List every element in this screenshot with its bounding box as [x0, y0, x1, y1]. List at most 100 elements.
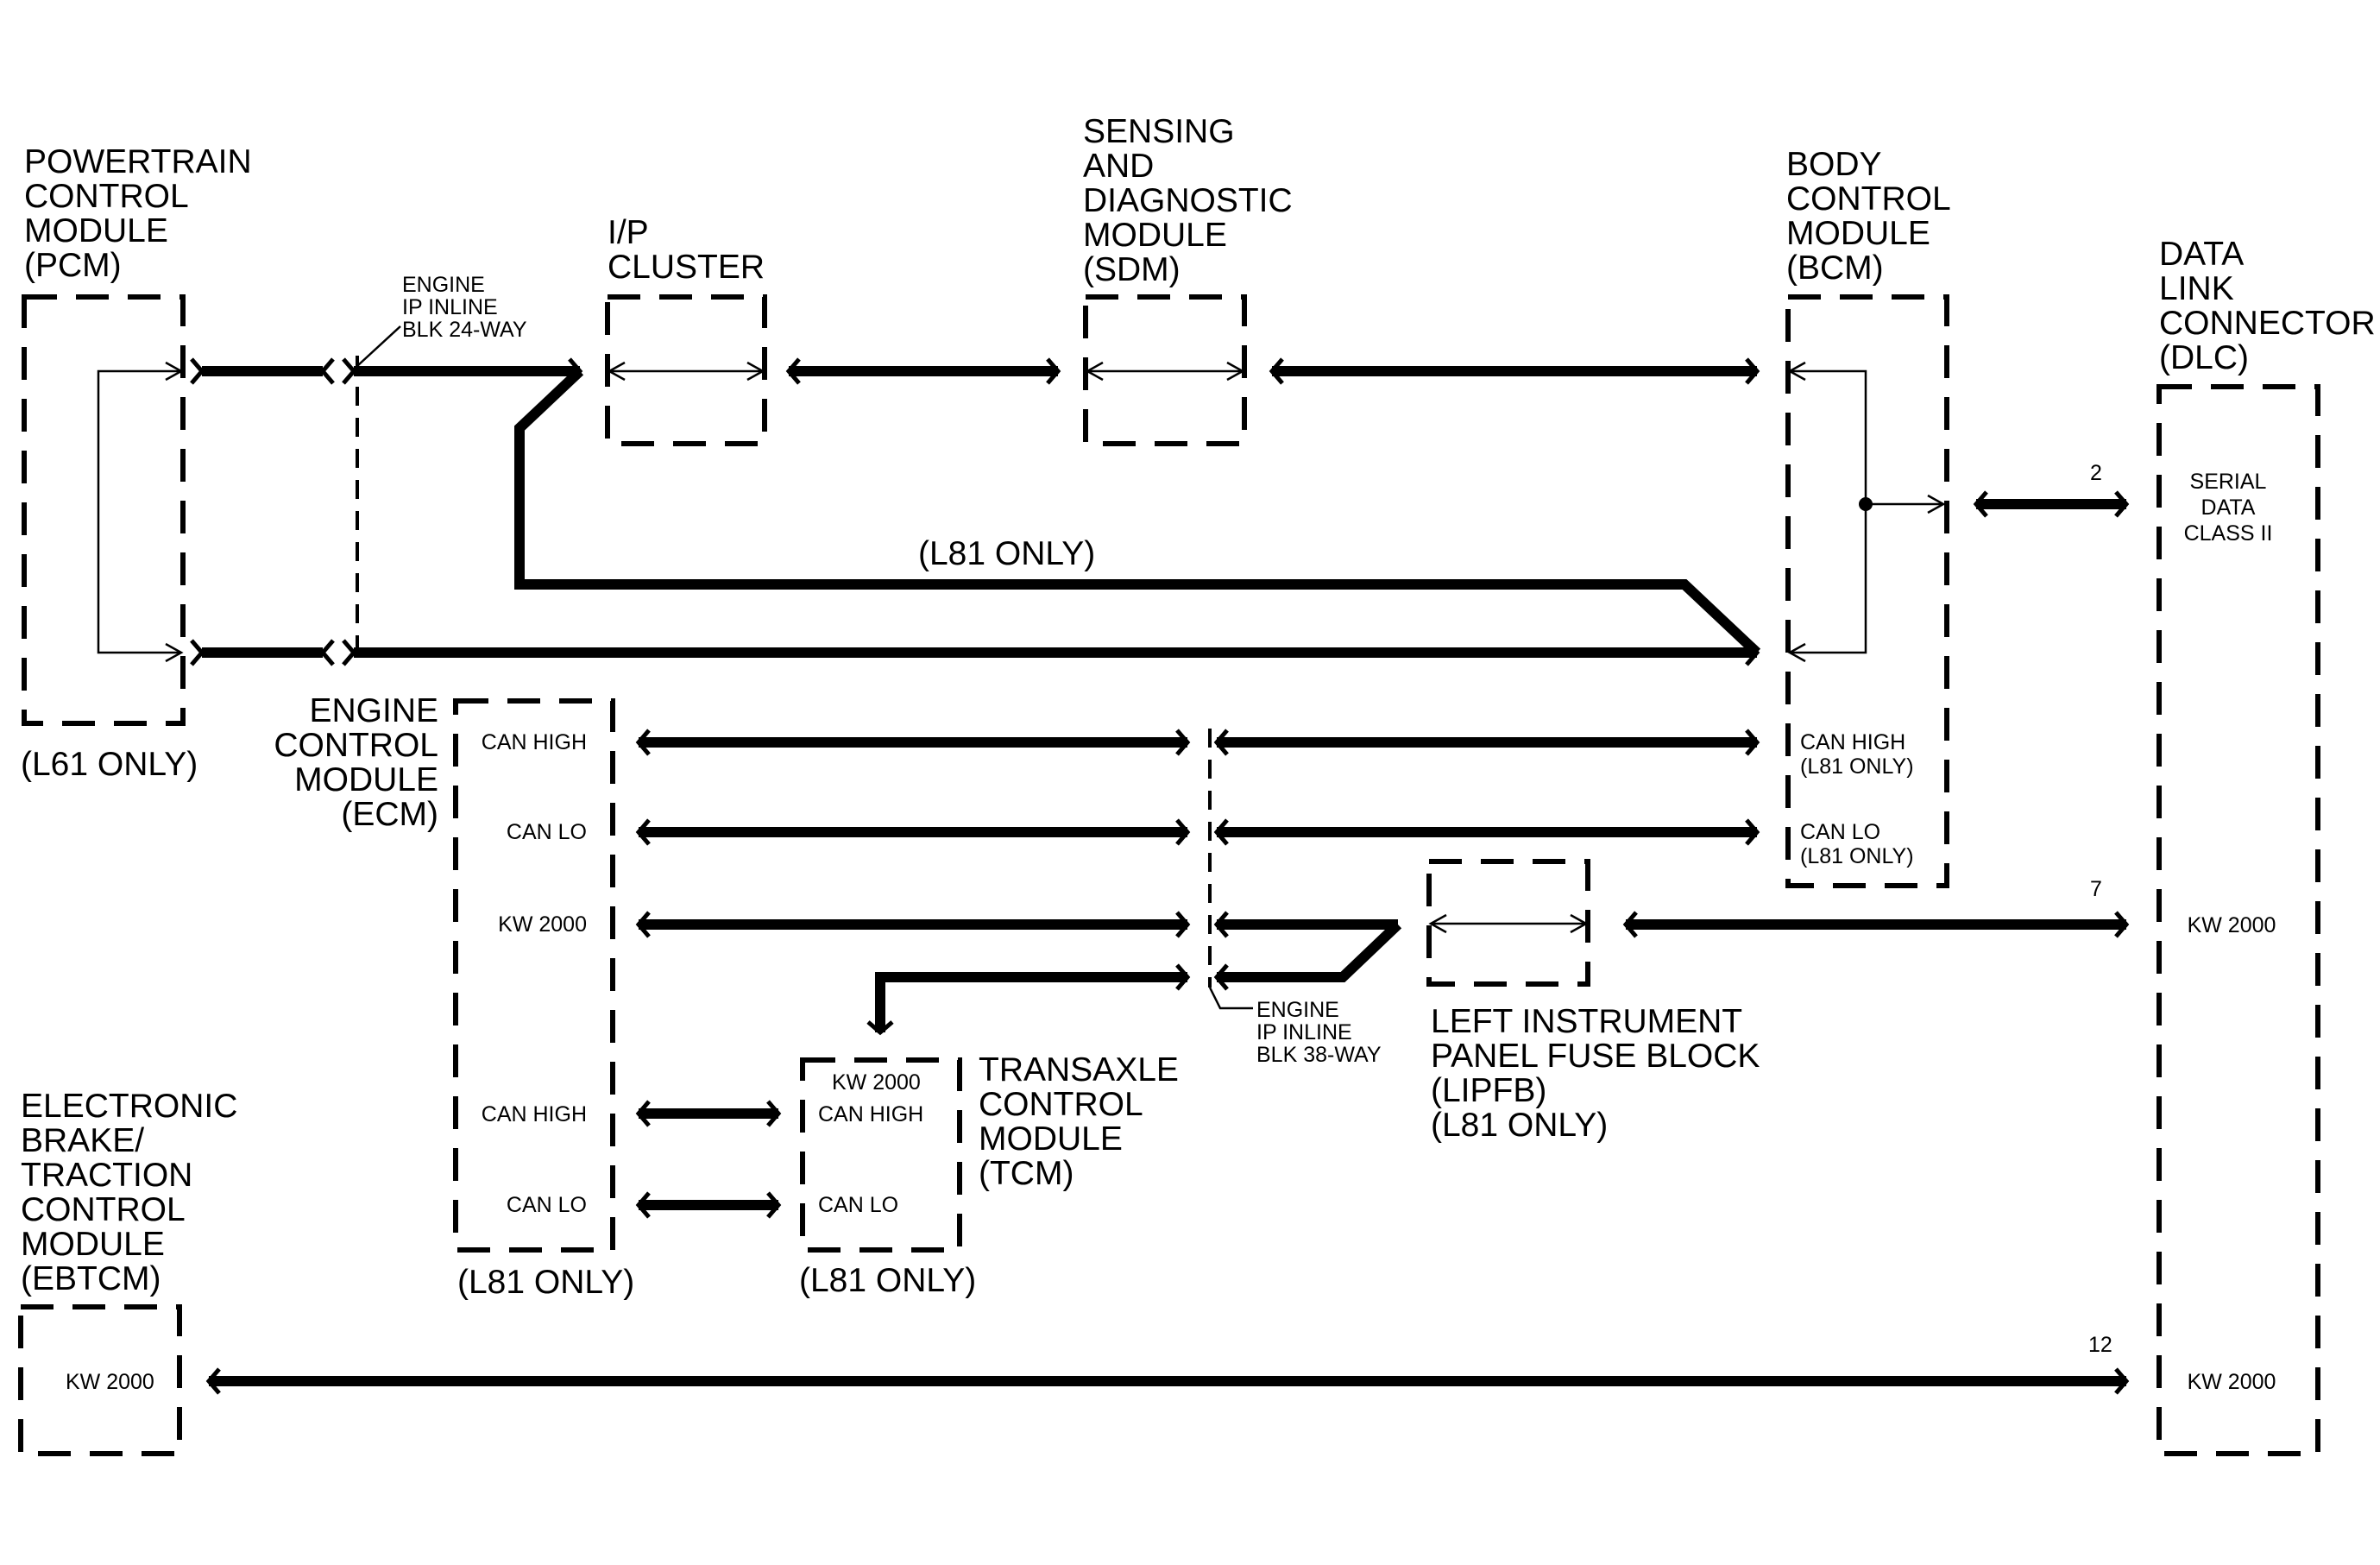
svg-text:CONTROL: CONTROL	[274, 727, 438, 764]
svg-text:POWERTRAIN: POWERTRAIN	[24, 143, 252, 180]
svg-text:KW 2000: KW 2000	[2188, 1370, 2276, 1394]
dlc-pin-labels: SERIAL DATA CLASS II KW 2000 KW 2000	[2184, 470, 2276, 1394]
svg-text:SENSING: SENSING	[1083, 113, 1235, 150]
svg-text:TRANSAXLE: TRANSAXLE	[979, 1051, 1179, 1089]
svg-text:CAN HIGH: CAN HIGH	[818, 1102, 923, 1126]
svg-text:CLASS II: CLASS II	[2184, 521, 2273, 546]
svg-text:CONNECTOR: CONNECTOR	[2159, 305, 2376, 342]
pcm-note: (L61 ONLY)	[21, 746, 198, 783]
ebtcm-pin-label: KW 2000	[66, 1370, 154, 1394]
tcm-pin-labels: KW 2000 CAN HIGH CAN LO	[818, 1070, 923, 1217]
lipfb-label: LEFT INSTRUMENT PANEL FUSE BLOCK (LIPFB)…	[1431, 1003, 1760, 1144]
svg-text:MODULE: MODULE	[1786, 215, 1930, 252]
ip-cluster-internal-circuit	[607, 361, 765, 382]
l81-only-wire-label: (L81 ONLY)	[918, 535, 1095, 572]
svg-text:CONTROL: CONTROL	[24, 178, 189, 215]
sdm-label: SENSING AND DIAGNOSTIC MODULE (SDM)	[1083, 113, 1293, 288]
svg-text:KW 2000: KW 2000	[2188, 913, 2276, 937]
svg-text:DIAGNOSTIC: DIAGNOSTIC	[1083, 182, 1293, 219]
inline-24-way-leader	[356, 325, 401, 367]
ecm-pin-labels: CAN HIGH CAN LO KW 2000 CAN HIGH CAN LO	[482, 730, 587, 1217]
dlc-pin-7: 7	[2090, 877, 2102, 901]
ecm-note: (L81 ONLY)	[457, 1264, 634, 1301]
svg-text:(L81 ONLY): (L81 ONLY)	[1800, 844, 1914, 868]
pcm-internal-circuit	[97, 361, 184, 663]
svg-text:LINK: LINK	[2159, 270, 2234, 307]
svg-text:CLUSTER: CLUSTER	[608, 249, 765, 286]
inline-38-way-leader	[1208, 987, 1253, 1010]
svg-text:CONTROL: CONTROL	[979, 1086, 1143, 1123]
svg-text:(TCM): (TCM)	[979, 1155, 1074, 1192]
svg-text:CAN LO: CAN LO	[818, 1193, 898, 1217]
pcm-label: POWERTRAIN CONTROL MODULE (PCM)	[24, 143, 252, 284]
svg-text:CAN LO: CAN LO	[507, 820, 587, 844]
svg-text:SERIAL: SERIAL	[2190, 470, 2267, 494]
svg-text:BLK 38-WAY: BLK 38-WAY	[1256, 1043, 1382, 1067]
svg-text:(L81 ONLY): (L81 ONLY)	[1800, 754, 1914, 779]
svg-text:PANEL FUSE BLOCK: PANEL FUSE BLOCK	[1431, 1038, 1760, 1075]
lipfb-box	[1426, 859, 1590, 987]
svg-text:KW 2000: KW 2000	[498, 912, 587, 937]
ebtcm-box	[18, 1304, 182, 1456]
svg-text:(SDM): (SDM)	[1083, 251, 1181, 288]
svg-text:I/P: I/P	[608, 214, 649, 251]
tcm-label: TRANSAXLE CONTROL MODULE (TCM)	[979, 1051, 1179, 1192]
svg-text:CONTROL: CONTROL	[21, 1191, 186, 1228]
svg-text:MODULE: MODULE	[21, 1226, 165, 1263]
bcm-internal-circuit	[1787, 361, 1946, 663]
wires	[202, 366, 2126, 1386]
svg-text:ELECTRONIC: ELECTRONIC	[21, 1088, 237, 1125]
svg-text:CAN HIGH: CAN HIGH	[482, 730, 587, 754]
svg-text:BLK 24-WAY: BLK 24-WAY	[402, 318, 527, 342]
svg-text:CAN HIGH: CAN HIGH	[1800, 730, 1905, 754]
svg-text:KW 2000: KW 2000	[832, 1070, 921, 1095]
ip-cluster-box	[605, 294, 767, 446]
svg-text:CAN LO: CAN LO	[1800, 820, 1880, 844]
sdm-internal-circuit	[1085, 361, 1245, 382]
bcm-label: BODY CONTROL MODULE (BCM)	[1786, 146, 1951, 287]
svg-text:ENGINE: ENGINE	[1256, 998, 1339, 1022]
svg-text:TRACTION: TRACTION	[21, 1157, 192, 1194]
dlc-label: DATA LINK CONNECTOR (DLC)	[2159, 236, 2376, 376]
svg-text:MODULE: MODULE	[979, 1120, 1123, 1158]
svg-text:(ECM): (ECM)	[341, 796, 438, 833]
ip-cluster-label: I/P CLUSTER	[608, 214, 765, 286]
bcm-box	[1785, 294, 1949, 888]
svg-text:(LIPFB): (LIPFB)	[1431, 1072, 1546, 1109]
svg-text:CAN HIGH: CAN HIGH	[482, 1102, 587, 1126]
dlc-pin-12: 12	[2088, 1333, 2112, 1357]
svg-text:(DLC): (DLC)	[2159, 339, 2249, 376]
inline-38-way-label: ENGINE IP INLINE BLK 38-WAY	[1256, 998, 1382, 1067]
svg-text:ENGINE: ENGINE	[309, 692, 438, 729]
svg-text:ENGINE: ENGINE	[402, 273, 485, 297]
svg-text:DATA: DATA	[2201, 495, 2256, 520]
svg-text:MODULE: MODULE	[294, 761, 438, 798]
svg-text:CONTROL: CONTROL	[1786, 180, 1951, 218]
svg-text:(PCM): (PCM)	[24, 247, 122, 284]
dlc-box	[2156, 384, 2320, 1456]
svg-text:BODY: BODY	[1786, 146, 1882, 183]
svg-text:LEFT INSTRUMENT: LEFT INSTRUMENT	[1431, 1003, 1742, 1040]
svg-text:BRAKE/: BRAKE/	[21, 1122, 144, 1159]
tcm-note: (L81 ONLY)	[799, 1262, 976, 1299]
sdm-box	[1083, 294, 1247, 446]
svg-text:(EBTCM): (EBTCM)	[21, 1260, 161, 1297]
lipfb-internal-circuit	[1428, 913, 1589, 934]
ecm-label: ENGINE CONTROL MODULE (ECM)	[274, 692, 438, 833]
svg-text:MODULE: MODULE	[1083, 217, 1227, 254]
ecm-box	[453, 698, 615, 1253]
inline-24-way-label: ENGINE IP INLINE BLK 24-WAY	[402, 273, 527, 342]
svg-text:CAN LO: CAN LO	[507, 1193, 587, 1217]
svg-text:IP INLINE: IP INLINE	[1256, 1020, 1352, 1044]
tcm-box	[800, 1057, 962, 1253]
pcm-box	[22, 294, 186, 726]
terminal-marks	[190, 357, 2130, 1395]
dlc-pin-2: 2	[2090, 461, 2102, 485]
bcm-can-labels: CAN HIGH (L81 ONLY) CAN LO (L81 ONLY)	[1800, 730, 1914, 868]
svg-text:MODULE: MODULE	[24, 212, 168, 249]
svg-text:(BCM): (BCM)	[1786, 249, 1884, 287]
svg-text:AND: AND	[1083, 148, 1154, 185]
svg-text:DATA: DATA	[2159, 236, 2244, 273]
svg-text:IP INLINE: IP INLINE	[402, 295, 498, 319]
